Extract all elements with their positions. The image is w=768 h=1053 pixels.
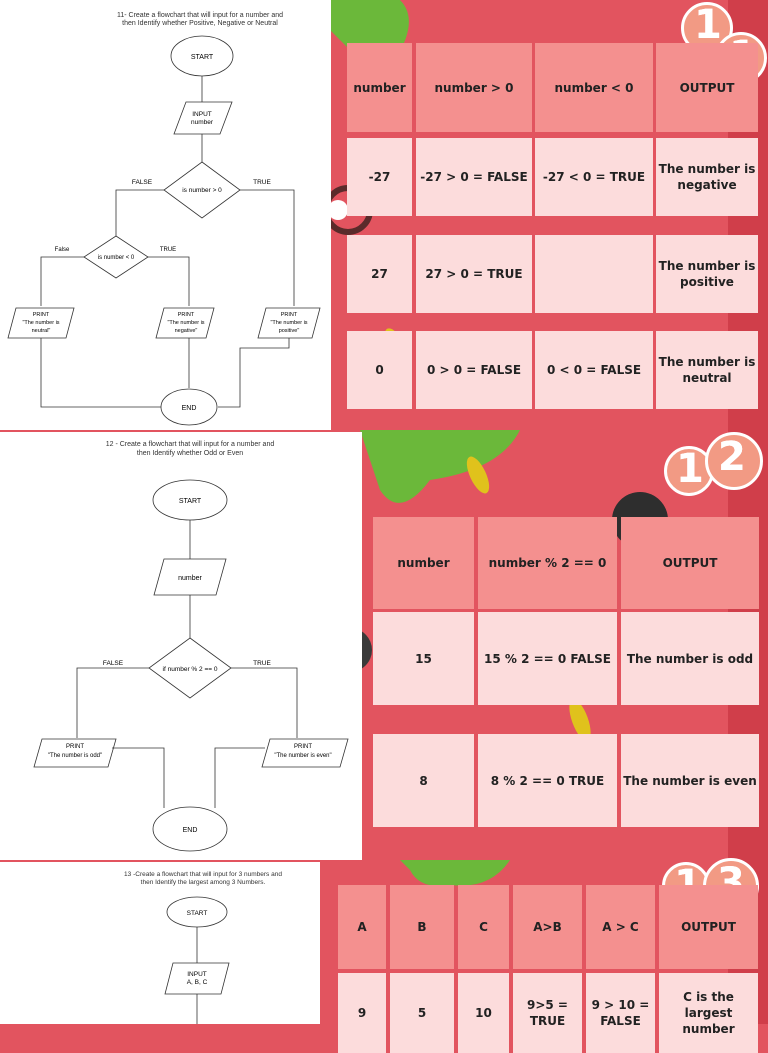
true-label-12: TRUE [253, 660, 271, 667]
decision2-diamond [83, 235, 149, 279]
false-label-2: False [55, 247, 70, 253]
section13-table-cell: 9 [338, 973, 386, 1053]
print-positive-l3: positive" [279, 328, 300, 334]
section13-table-cell: 9 > 10 = FALSE [586, 973, 655, 1053]
section11-table-cell: 0 > 0 = FALSE [416, 331, 532, 409]
end-label-12: END [183, 827, 198, 834]
input-label-12: number [178, 575, 202, 582]
start-label-13: START [187, 910, 208, 917]
section13-header-cell: OUTPUT [659, 885, 758, 969]
print-even-l1: PRINT [294, 744, 312, 750]
section11-table-cell: The number is positive [656, 235, 758, 313]
section12-table-cell: 15 % 2 == 0 FALSE [478, 612, 617, 705]
section12-table-cell: The number is odd [621, 612, 759, 705]
section12-header-cell: number [373, 517, 474, 609]
section13-table-cell: C is the largest number [659, 973, 758, 1053]
section11-title-line2: then Identify whether Positive, Negative… [122, 20, 278, 27]
section13-header-cell: A [338, 885, 386, 969]
section11-table-cell: 0 < 0 = FALSE [535, 331, 653, 409]
section13-table-cell: 10 [458, 973, 509, 1053]
print-negative-box [155, 307, 215, 339]
section12-table-cell: The number is even [621, 734, 759, 827]
section11-table-cell: -27 < 0 = TRUE [535, 138, 653, 216]
print-even-box [261, 738, 349, 768]
badge-12-digit-a: 1 [676, 446, 704, 492]
print-odd-l1: PRINT [66, 744, 84, 750]
section12-header-cell: number % 2 == 0 [478, 517, 617, 609]
input-label-1: INPUT [192, 111, 212, 118]
false-label-1: FALSE [132, 179, 153, 186]
section11-header-cell: OUTPUT [656, 43, 758, 132]
section11-table-cell: -27 [347, 138, 412, 216]
print-negative-l3: negative" [175, 328, 198, 334]
print-neutral-box [7, 307, 75, 339]
false-label-12: FALSE [103, 660, 124, 667]
decision2-label: is number < 0 [98, 255, 135, 261]
section12-table-cell: 8 % 2 == 0 TRUE [478, 734, 617, 827]
section13-header-cell: C [458, 885, 509, 969]
badge-12-digit-b: 2 [718, 434, 746, 480]
section11-header-cell: number > 0 [416, 43, 532, 132]
section11-table-cell [535, 235, 653, 313]
print-positive-l2: "The number is [270, 320, 307, 326]
input-13-l2: A, B, C [187, 979, 208, 986]
section12-header-cell: OUTPUT [621, 517, 759, 609]
print-neutral-l1: PRINT [33, 312, 50, 318]
section11-title-line1: 11- Create a flowchart that will input f… [117, 12, 283, 19]
input-13-l1: INPUT [187, 971, 207, 978]
print-positive-l1: PRINT [281, 312, 298, 318]
decision-label-12: if number % 2 == 0 [163, 666, 218, 673]
print-even-l2: "The number is even" [274, 753, 331, 759]
section11-header-cell: number < 0 [535, 43, 653, 132]
print-negative-l2: "The number is [167, 320, 204, 326]
section11-table-cell: The number is neutral [656, 331, 758, 409]
print-neutral-l2: "The number is [22, 320, 59, 326]
section12-title-line1: 12 - Create a flowchart that will input … [106, 441, 275, 448]
input-box-13 [164, 962, 230, 995]
decision1-label: is number > 0 [182, 187, 222, 194]
section11-table-cell: 27 [347, 235, 412, 313]
section13-flowchart: 13 -Create a flowchart that will input f… [124, 871, 282, 1024]
true-label-2: TRUE [160, 247, 176, 253]
section13-header-cell: A>B [513, 885, 582, 969]
start-label: START [191, 54, 214, 61]
start-label-12: START [179, 498, 202, 505]
print-odd-box [33, 738, 117, 768]
section12-table-cell: 8 [373, 734, 474, 827]
input-box-12 [153, 558, 227, 596]
print-negative-l1: PRINT [178, 312, 195, 318]
badge-12-circle-b [705, 432, 763, 490]
section12-flowchart: 12 - Create a flowchart that will input … [33, 441, 349, 852]
section13-title-line2: then Identify the largest among 3 Number… [141, 879, 266, 886]
section11-flowchart-panel: 11- Create a flowchart that will input f… [0, 0, 331, 430]
decision1-diamond [163, 161, 241, 219]
end-terminal [160, 388, 218, 426]
section12-flowchart-panel: 12 - Create a flowchart that will input … [0, 432, 362, 860]
section12-title-line2: then Identify whether Odd or Even [137, 450, 243, 457]
print-odd-l2: "The number is odd" [48, 753, 102, 759]
print-positive-box [257, 307, 321, 339]
input-label-2: number [191, 119, 214, 126]
section13-title-line1: 13 -Create a flowchart that will input f… [124, 871, 282, 878]
section11-table-cell: The number is negative [656, 138, 758, 216]
section13-header-cell: A > C [586, 885, 655, 969]
badge-11-digit-a: 1 [694, 2, 722, 48]
true-label-1: TRUE [253, 179, 271, 186]
section11-table-cell: 27 > 0 = TRUE [416, 235, 532, 313]
end-label: END [182, 405, 197, 412]
section11-flowchart: 11- Create a flowchart that will input f… [7, 12, 321, 426]
section13-table-cell: 5 [390, 973, 454, 1053]
input-parallelogram [173, 101, 233, 135]
section11-header-cell: number [347, 43, 412, 132]
section11-table-cell: -27 > 0 = FALSE [416, 138, 532, 216]
decision-diamond-12 [148, 637, 232, 699]
end-terminal-12 [152, 806, 228, 852]
section13-table-cell: 9>5 = TRUE [513, 973, 582, 1053]
section11-table-cell: 0 [347, 331, 412, 409]
section13-flowchart-panel: 13 -Create a flowchart that will input f… [0, 862, 320, 1024]
print-neutral-l3: neutral" [32, 328, 51, 334]
section12-table-cell: 15 [373, 612, 474, 705]
section13-header-cell: B [390, 885, 454, 969]
